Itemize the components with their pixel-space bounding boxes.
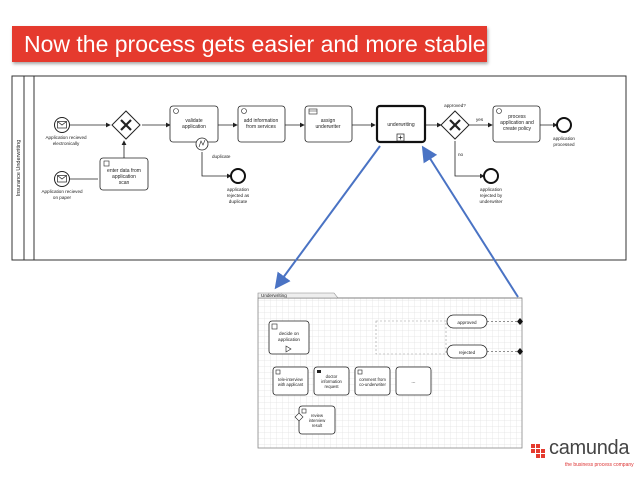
camunda-mark-icon	[531, 444, 545, 458]
subprocess-underwriting[interactable]: underwriting	[375, 104, 427, 144]
play-marker-icon	[285, 345, 292, 353]
service-task-icon	[241, 108, 247, 114]
exclusive-gateway-approved: approved? yes no	[440, 103, 484, 157]
svg-text:interview: interview	[309, 418, 326, 423]
decision-icon	[294, 412, 304, 422]
start-label-2b: on paper	[53, 195, 72, 200]
svg-text:underwriter: underwriter	[315, 124, 340, 130]
svg-text:application: application	[278, 337, 300, 342]
label-approved-question: approved?	[444, 103, 466, 108]
svg-text:request: request	[325, 384, 340, 389]
svg-text:application: application	[480, 187, 502, 192]
svg-text:scan: scan	[119, 180, 130, 186]
brand-name: camunda	[549, 437, 630, 459]
sub-task-comment[interactable]: comment from co-underwriter	[354, 366, 391, 396]
svg-text:duplicate: duplicate	[229, 199, 248, 204]
user-task-icon	[301, 408, 307, 414]
start-event-paper: Application recieved on paper	[41, 171, 83, 200]
end-event-processed: application processed	[553, 117, 575, 147]
svg-text:enter data from: enter data from	[107, 168, 141, 174]
svg-text:process: process	[508, 114, 526, 120]
task-assign-underwriter[interactable]: assign underwriter	[304, 105, 353, 143]
user-task-icon	[357, 369, 363, 375]
svg-text:add information: add information	[244, 118, 279, 124]
manual-task-icon	[103, 160, 110, 167]
sub-task-doctor[interactable]: doctor information request	[313, 366, 350, 396]
svg-text:application: application	[112, 174, 136, 180]
service-task-icon	[496, 108, 502, 114]
start-label-1a: Application recieved	[45, 135, 87, 140]
business-rule-icon	[308, 108, 318, 115]
svg-text:underwriting: underwriting	[387, 122, 414, 128]
svg-text:comment from: comment from	[359, 377, 386, 382]
start-label-1b: electronically	[53, 141, 80, 146]
slide-title: Now the process gets easier and more sta…	[12, 26, 487, 62]
sequence-flows	[70, 122, 558, 180]
svg-text:tele-interview: tele-interview	[278, 377, 304, 382]
sub-outcome-approved: approved	[446, 314, 523, 329]
svg-text:review: review	[311, 413, 324, 418]
sub-task-review[interactable]: review interview result	[294, 405, 336, 435]
subprocess-tab-label: Underwriting	[261, 293, 287, 298]
user-task-icon	[271, 323, 278, 330]
svg-text:doctor: doctor	[326, 374, 338, 379]
camunda-logo: camunda the business process company	[531, 437, 634, 470]
zoom-arrows	[274, 145, 519, 298]
start-label-2a: Application recieved	[41, 189, 83, 194]
service-task-icon	[173, 108, 179, 114]
task-process-application[interactable]: process application and create policy	[492, 105, 541, 143]
sub-outcome-rejected: rejected	[446, 344, 523, 359]
svg-text:rejected: rejected	[459, 350, 476, 355]
subprocess-detail: Underwriting decide on application appro…	[257, 292, 523, 449]
exclusive-gateway-merge	[111, 110, 141, 140]
lane-label: Insurance Underwriting	[16, 140, 22, 197]
boundary-error-icon	[195, 137, 209, 151]
svg-text:decide on: decide on	[279, 331, 299, 336]
task-enter-data[interactable]: enter data from application scan	[99, 157, 149, 191]
task-validate-application[interactable]: validate application duplicate	[169, 105, 231, 159]
svg-text:co-underwriter: co-underwriter	[359, 382, 386, 387]
svg-text:assign: assign	[321, 118, 336, 124]
sub-task-tele-interview[interactable]: tele-interview with applicant	[272, 366, 309, 396]
start-event-electronic: Application recieved electronically	[45, 117, 87, 146]
end-event-rejected-underwriter: application rejected by underwriter	[480, 168, 503, 204]
sub-task-decide[interactable]: decide on application	[268, 320, 310, 355]
svg-text:application: application	[227, 187, 249, 192]
task-add-information[interactable]: add information from services	[237, 105, 286, 143]
svg-text:from services: from services	[246, 124, 276, 130]
svg-text:rejected by: rejected by	[480, 193, 503, 198]
label-no: no	[458, 152, 464, 157]
svg-text:...: ...	[411, 379, 415, 385]
svg-text:processed: processed	[553, 142, 575, 147]
svg-text:validate: validate	[185, 118, 202, 124]
svg-text:result: result	[312, 423, 323, 428]
svg-text:approved: approved	[457, 320, 477, 325]
send-task-icon	[317, 370, 321, 373]
user-task-icon	[275, 369, 281, 375]
svg-text:application: application	[182, 124, 206, 130]
svg-text:underwriter: underwriter	[480, 199, 503, 204]
svg-text:application and: application and	[500, 120, 534, 126]
brand-tagline: the business process company	[565, 462, 634, 468]
svg-text:create policy: create policy	[503, 126, 532, 132]
svg-text:rejected as: rejected as	[227, 193, 250, 198]
label-yes: yes	[476, 117, 484, 122]
label-duplicate: duplicate	[212, 154, 231, 159]
svg-text:application: application	[553, 136, 575, 141]
end-event-rejected-duplicate: application rejected as duplicate	[227, 168, 250, 204]
svg-text:information: information	[321, 379, 342, 384]
svg-text:with applicant: with applicant	[278, 382, 304, 387]
sub-task-placeholder[interactable]: ...	[395, 366, 432, 396]
